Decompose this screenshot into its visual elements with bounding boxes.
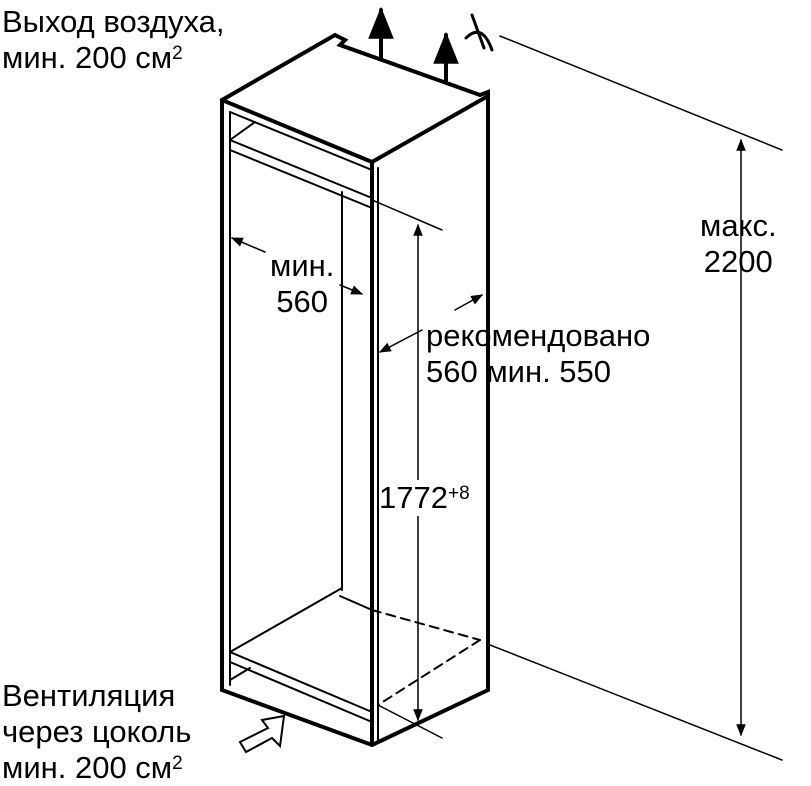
cabinet-niche-drawing [220,6,783,761]
air-outlet-label: Выход воздуха, мин. 200 см2 [2,4,225,75]
angle-symbol-icon [464,13,494,52]
air-outlet-arrows [368,6,459,84]
max-height-label: макс. 2200 [700,208,777,279]
hidden-lines [371,609,481,706]
ventilation-arrow-icon [238,714,286,754]
cabinet-inner-lines [229,111,379,741]
depth-label: рекомендовано 560 мин. 550 [426,318,651,389]
cabinet-outline [220,32,490,748]
ventilation-label: Вентиляция через цоколь мин. 200 см2 [2,678,192,785]
dimension-lines [230,35,783,761]
niche-height-label: 1772+8 [379,480,470,516]
min-width-label: мин. 560 [270,248,335,319]
